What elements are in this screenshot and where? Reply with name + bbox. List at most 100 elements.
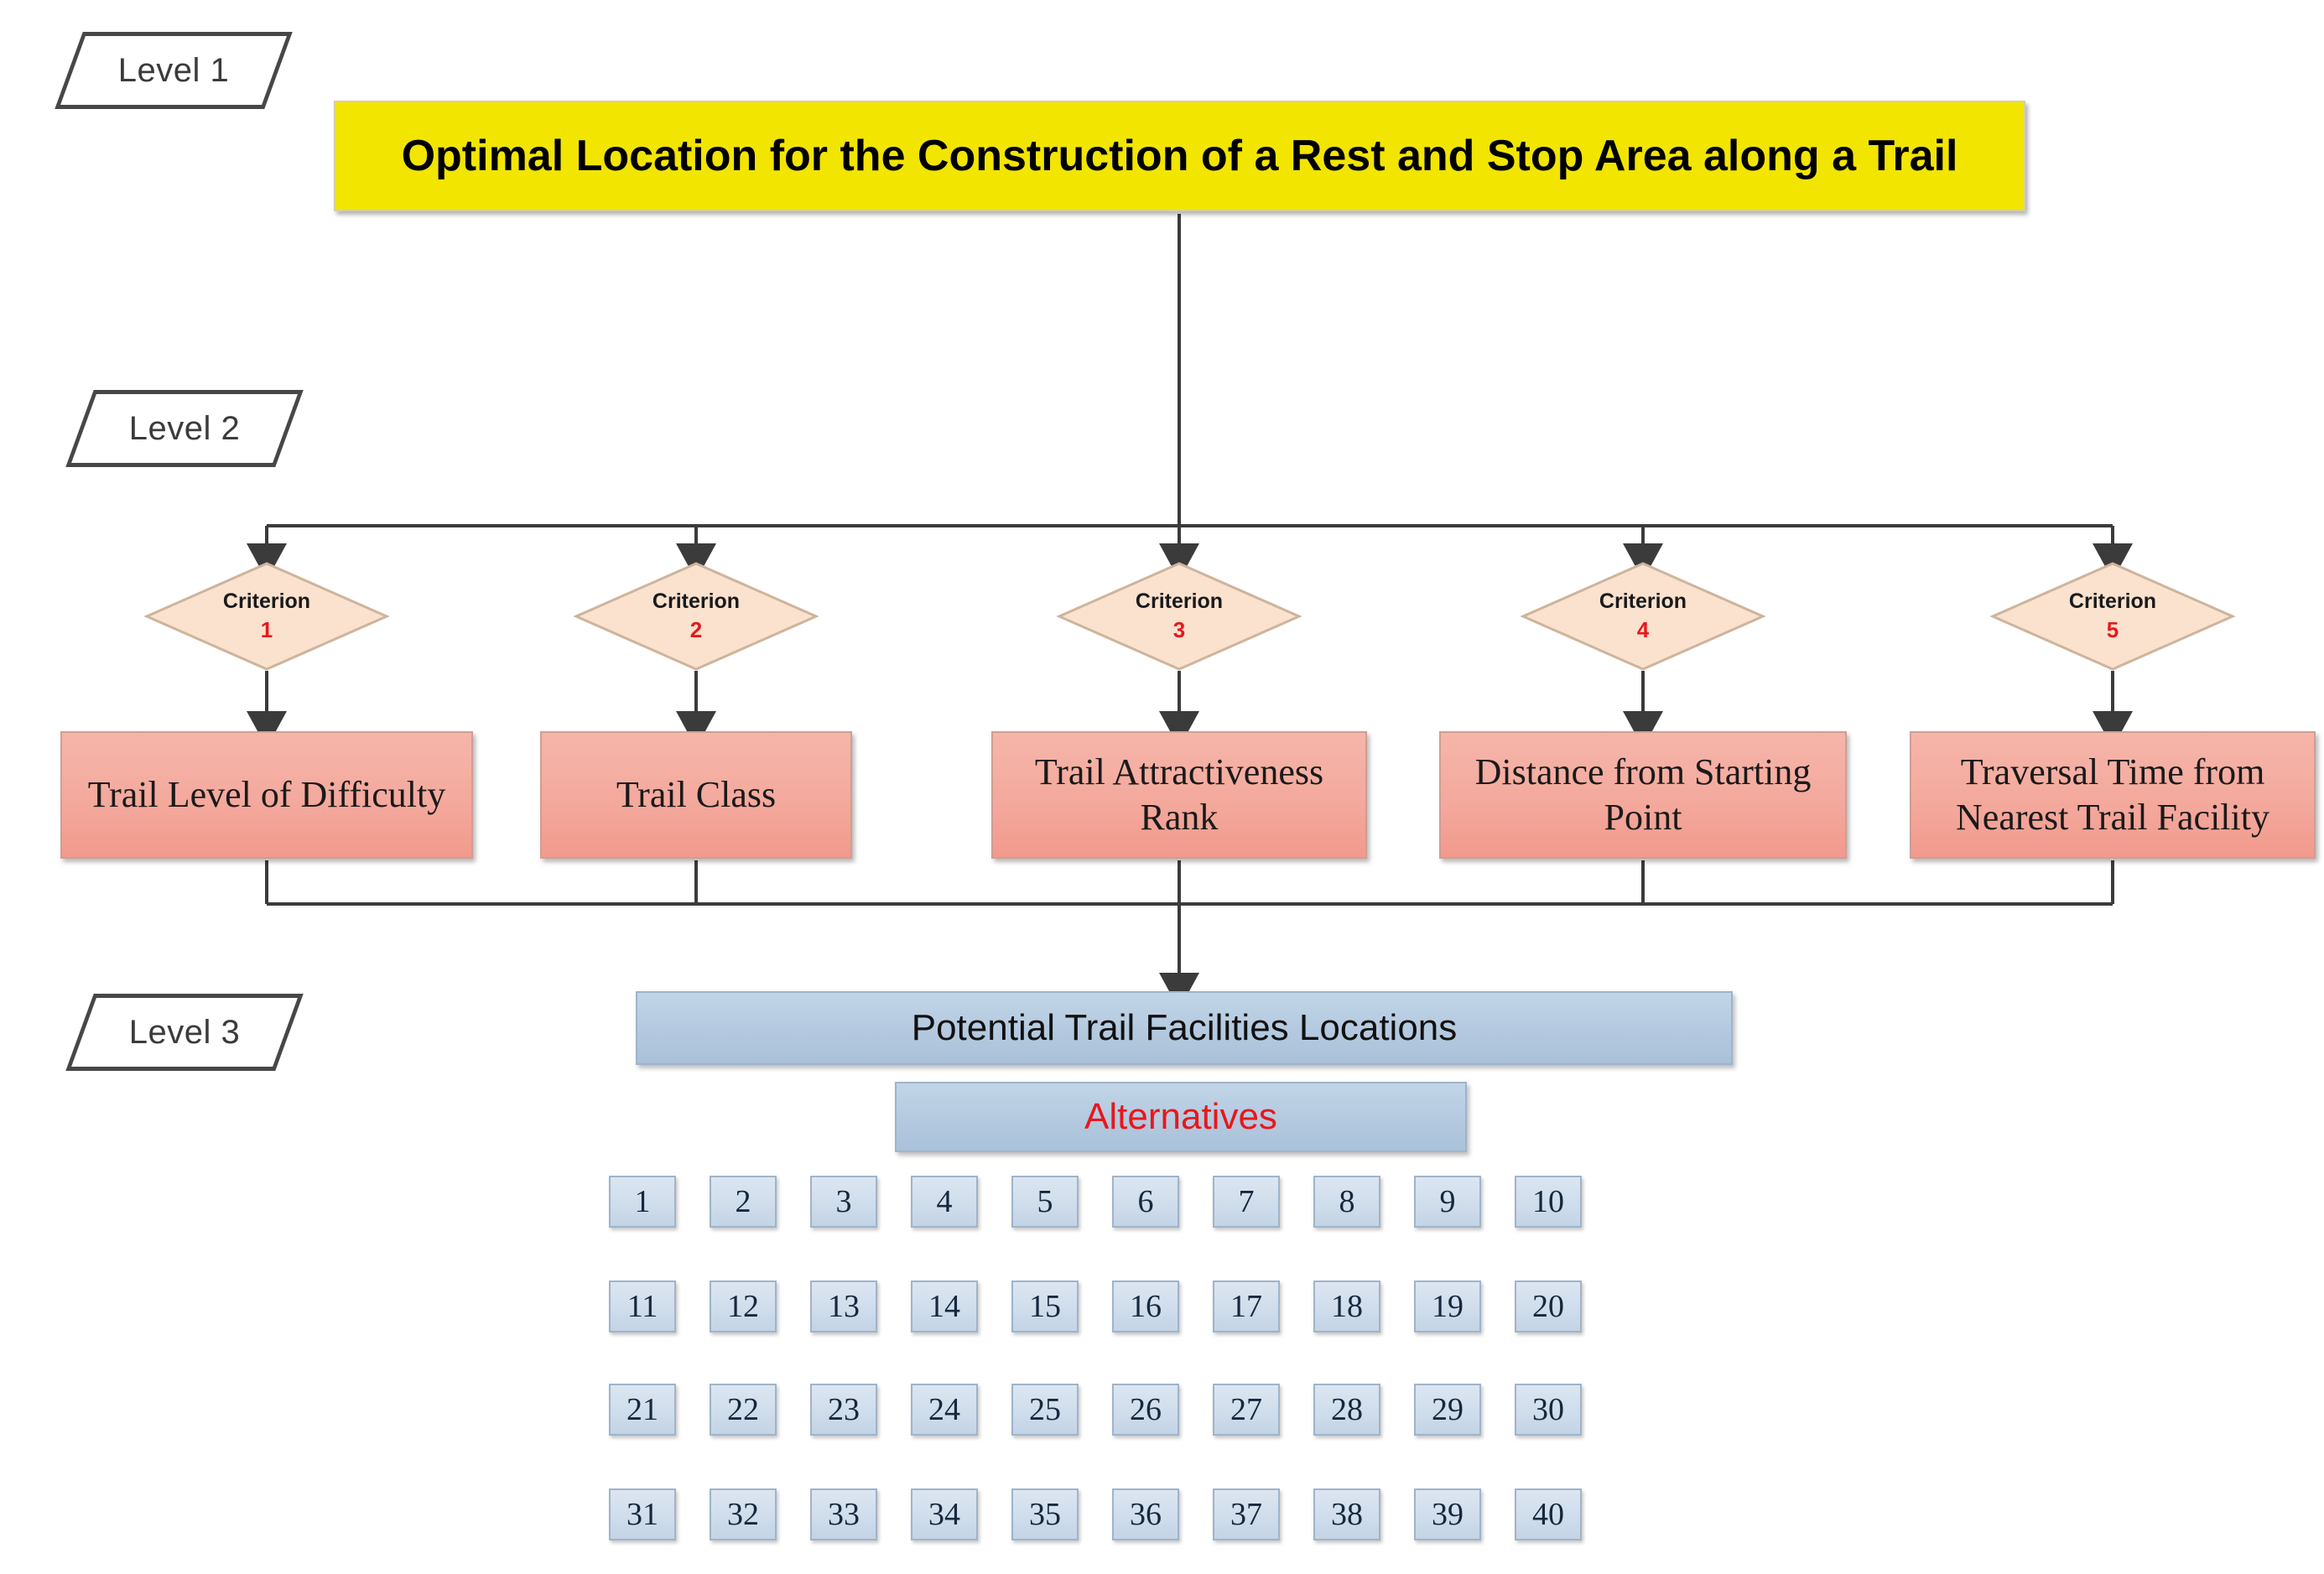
alternative-chip-label: 23 xyxy=(828,1392,860,1427)
alternative-chip[interactable]: 34 xyxy=(911,1488,978,1540)
alternative-chip[interactable]: 24 xyxy=(911,1384,978,1436)
alternative-chip[interactable]: 26 xyxy=(1112,1384,1179,1436)
diamond-shape-icon xyxy=(143,562,390,671)
alternative-chip[interactable]: 36 xyxy=(1112,1488,1179,1540)
alternative-chip-label: 5 xyxy=(1037,1184,1053,1219)
alternative-chip[interactable]: 29 xyxy=(1414,1384,1481,1436)
level-tag-1-label: Level 1 xyxy=(117,51,230,89)
alternative-chip[interactable]: 20 xyxy=(1515,1280,1582,1332)
level-tag-3: Level 3 xyxy=(65,994,304,1071)
alternative-chip[interactable]: 25 xyxy=(1011,1384,1079,1436)
alternative-chip[interactable]: 35 xyxy=(1011,1488,1079,1540)
criterion-box-traversal-time-from-nearest-trail-facility[interactable]: Traversal Time from Nearest Trail Facili… xyxy=(1910,731,2316,859)
level-tag-3-label: Level 3 xyxy=(128,1013,241,1051)
alternative-chip[interactable]: 13 xyxy=(810,1280,877,1332)
alternative-chip[interactable]: 40 xyxy=(1515,1488,1582,1540)
alternative-chip-label: 18 xyxy=(1331,1289,1363,1324)
criterion-4-number: 4 xyxy=(1636,617,1650,643)
alternatives-row-3: 21 22 23 24 25 26 27 28 29 30 xyxy=(609,1384,1582,1436)
alternative-chip-label: 10 xyxy=(1532,1184,1564,1219)
alternative-chip[interactable]: 38 xyxy=(1313,1488,1380,1540)
alternative-chip-label: 16 xyxy=(1130,1289,1162,1324)
alternative-chip[interactable]: 32 xyxy=(710,1488,777,1540)
alternative-chip[interactable]: 10 xyxy=(1515,1176,1582,1228)
alternative-chip-label: 14 xyxy=(928,1289,960,1324)
alternative-chip[interactable]: 7 xyxy=(1213,1176,1280,1228)
criterion-box-5-label: Traversal Time from Nearest Trail Facili… xyxy=(1956,751,2269,838)
criterion-5-title: Criterion xyxy=(2068,590,2157,614)
alternative-chip[interactable]: 17 xyxy=(1213,1280,1280,1332)
alternative-chip-label: 6 xyxy=(1137,1184,1154,1219)
criterion-diamond-1[interactable]: Criterion 1 xyxy=(143,562,390,671)
alternatives-row-1: 1 2 3 4 5 6 7 8 9 10 xyxy=(609,1176,1582,1228)
criterion-1-title: Criterion xyxy=(222,590,311,614)
alternative-chip-label: 29 xyxy=(1432,1392,1464,1427)
alternative-chip[interactable]: 1 xyxy=(609,1176,676,1228)
alternative-chip-label: 27 xyxy=(1230,1392,1262,1427)
alternative-chip-label: 22 xyxy=(727,1392,759,1427)
alternative-chip-label: 3 xyxy=(835,1184,852,1219)
alternative-chip[interactable]: 37 xyxy=(1213,1488,1280,1540)
alternatives-row-2: 11 12 13 14 15 16 17 18 19 20 xyxy=(609,1280,1582,1332)
criterion-diamond-4[interactable]: Criterion 4 xyxy=(1520,562,1766,671)
alternative-chip[interactable]: 2 xyxy=(710,1176,777,1228)
criterion-box-distance-from-starting-point[interactable]: Distance from Starting Point xyxy=(1439,731,1847,859)
criterion-4-title: Criterion xyxy=(1599,590,1687,614)
diamond-shape-icon xyxy=(1989,562,2236,671)
criterion-box-trail-class[interactable]: Trail Class xyxy=(540,731,852,859)
alternative-chip[interactable]: 8 xyxy=(1313,1176,1380,1228)
criterion-1-number: 1 xyxy=(260,617,273,643)
criterion-diamond-3[interactable]: Criterion 3 xyxy=(1056,562,1302,671)
goal-box[interactable]: Optimal Location for the Construction of… xyxy=(334,101,2025,211)
alternative-chip[interactable]: 31 xyxy=(609,1488,676,1540)
alternative-chip-label: 21 xyxy=(626,1392,658,1427)
alternative-chip[interactable]: 6 xyxy=(1112,1176,1179,1228)
alternative-chip[interactable]: 28 xyxy=(1313,1384,1380,1436)
potential-locations-header[interactable]: Potential Trail Facilities Locations xyxy=(636,991,1733,1065)
alternative-chip-label: 20 xyxy=(1532,1289,1564,1324)
criterion-box-4-label: Distance from Starting Point xyxy=(1474,751,1812,838)
alternative-chip-label: 32 xyxy=(727,1497,759,1532)
alternative-chip[interactable]: 39 xyxy=(1414,1488,1481,1540)
criterion-5-number: 5 xyxy=(2106,617,2119,643)
criterion-2-title: Criterion xyxy=(652,590,741,614)
criterion-2-number: 2 xyxy=(689,617,703,643)
criterion-diamond-2[interactable]: Criterion 2 xyxy=(573,562,819,671)
alternative-chip[interactable]: 21 xyxy=(609,1384,676,1436)
criterion-3-number: 3 xyxy=(1172,617,1186,643)
alternative-chip-label: 31 xyxy=(626,1497,658,1532)
alternative-chip-label: 9 xyxy=(1439,1184,1456,1219)
alternative-chip-label: 4 xyxy=(936,1184,953,1219)
alternative-chip[interactable]: 12 xyxy=(710,1280,777,1332)
alternative-chip[interactable]: 5 xyxy=(1011,1176,1079,1228)
alternative-chip[interactable]: 19 xyxy=(1414,1280,1481,1332)
alternative-chip[interactable]: 11 xyxy=(609,1280,676,1332)
alternative-chip-label: 37 xyxy=(1230,1497,1262,1532)
alternatives-header[interactable]: Alternatives xyxy=(895,1082,1467,1152)
alternative-chip[interactable]: 22 xyxy=(710,1384,777,1436)
criterion-box-1-label: Trail Level of Difficulty xyxy=(87,774,446,816)
alternative-chip[interactable]: 3 xyxy=(810,1176,877,1228)
alternative-chip-label: 30 xyxy=(1532,1392,1564,1427)
alternative-chip-label: 17 xyxy=(1230,1289,1262,1324)
alternative-chip[interactable]: 30 xyxy=(1515,1384,1582,1436)
alternative-chip[interactable]: 18 xyxy=(1313,1280,1380,1332)
alternative-chip[interactable]: 14 xyxy=(911,1280,978,1332)
alternative-chip[interactable]: 4 xyxy=(911,1176,978,1228)
criterion-3-title: Criterion xyxy=(1135,590,1224,614)
criterion-box-trail-attractiveness-rank[interactable]: Trail Attractiveness Rank xyxy=(991,731,1367,859)
alternative-chip[interactable]: 23 xyxy=(810,1384,877,1436)
alternative-chip[interactable]: 15 xyxy=(1011,1280,1079,1332)
alternative-chip[interactable]: 27 xyxy=(1213,1384,1280,1436)
alternative-chip[interactable]: 16 xyxy=(1112,1280,1179,1332)
alternative-chip[interactable]: 9 xyxy=(1414,1176,1481,1228)
alternative-chip-label: 26 xyxy=(1130,1392,1162,1427)
criterion-box-trail-level-of-difficulty[interactable]: Trail Level of Difficulty xyxy=(60,731,473,859)
alternative-chip-label: 2 xyxy=(735,1184,751,1219)
alternative-chip-label: 36 xyxy=(1130,1497,1162,1532)
alternative-chip[interactable]: 33 xyxy=(810,1488,877,1540)
alternative-chip-label: 28 xyxy=(1331,1392,1363,1427)
alternative-chip-label: 15 xyxy=(1029,1289,1061,1324)
criterion-diamond-5[interactable]: Criterion 5 xyxy=(1989,562,2236,671)
